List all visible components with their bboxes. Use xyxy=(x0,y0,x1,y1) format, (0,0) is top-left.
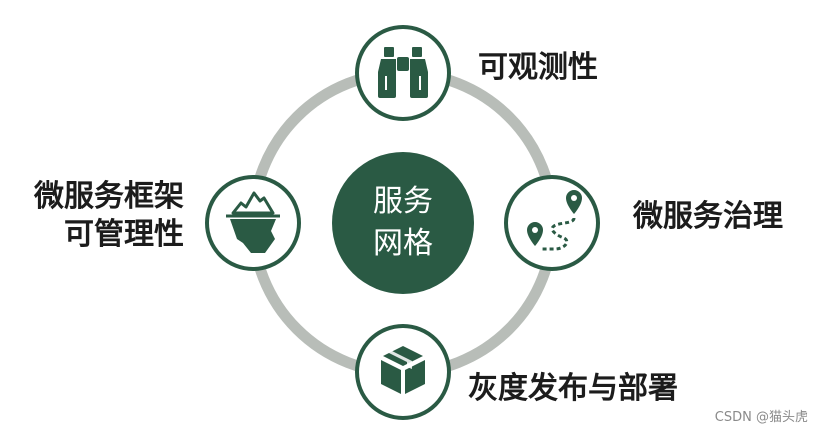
route-map-icon xyxy=(527,190,582,251)
center-title-line1: 服务 xyxy=(373,184,433,219)
label-framework-manageability: 微服务框架 可管理性 xyxy=(20,178,184,254)
node-left xyxy=(205,175,301,271)
label-observability: 可观测性 xyxy=(478,50,598,85)
iceberg-icon xyxy=(226,191,280,253)
center-title-line2: 网格 xyxy=(373,226,433,261)
node-top xyxy=(355,25,451,121)
binoculars-icon xyxy=(378,47,428,98)
label-microservice-governance: 微服务治理 xyxy=(633,199,783,234)
center-title: 服务 网格 xyxy=(333,153,473,293)
node-bottom xyxy=(355,324,451,420)
node-right xyxy=(504,175,600,271)
label-left-line2: 可管理性 xyxy=(64,217,184,252)
center-circle xyxy=(332,152,474,294)
label-left-line1: 微服务框架 xyxy=(34,179,184,214)
box-icon xyxy=(381,346,425,394)
label-gray-release: 灰度发布与部署 xyxy=(468,371,678,406)
watermark: CSDN @猫头虎 xyxy=(714,410,808,425)
